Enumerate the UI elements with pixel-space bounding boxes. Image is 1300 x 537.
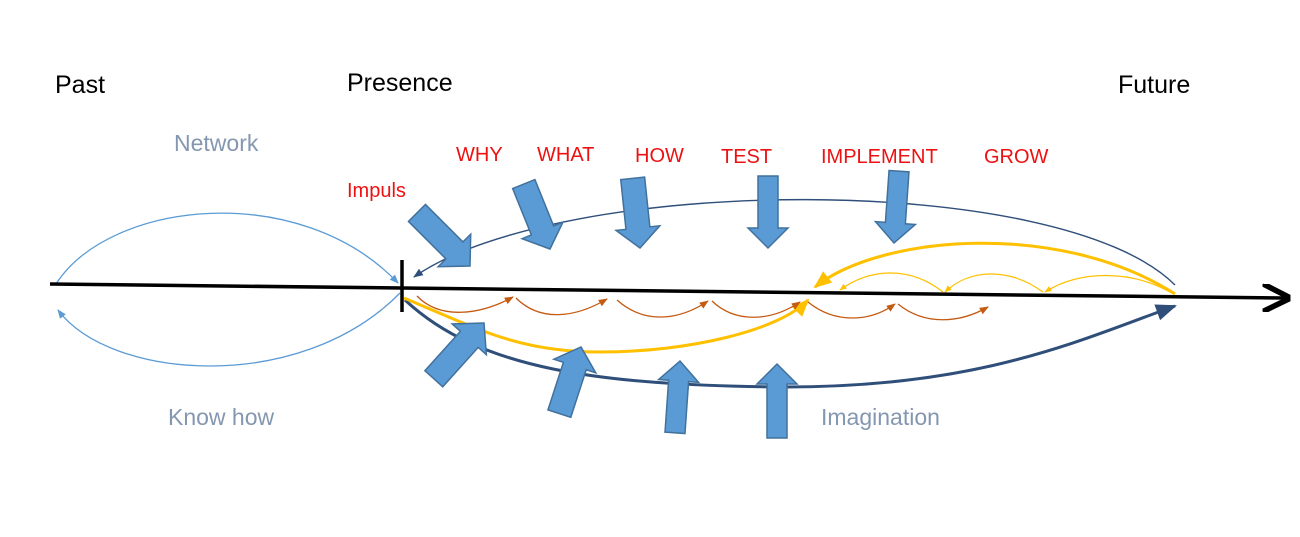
label-past: Past [55,71,106,99]
yellow-step-3 [839,272,944,293]
orange-steps [416,295,989,321]
label-impuls: Impuls [347,180,406,202]
imagination-arrows-bottom [423,322,799,439]
how-arrow [746,175,790,250]
orange-step-arc [897,303,989,321]
stage-test: TEST [721,146,773,168]
label-imagination: Imagination [821,404,940,430]
imagination-arrow [423,322,488,388]
imagination-arrow [656,359,701,435]
know-how-loop-curve [57,292,401,367]
stage-how: HOW [635,145,684,167]
stage-grow: GROW [984,146,1049,168]
label-network: Network [174,130,259,156]
orange-step-arc [807,301,896,319]
feedback-arc-top [413,198,1176,286]
orange-step-arc [515,297,608,316]
stage-what: WHAT [537,144,595,166]
yellow-step-1 [1044,274,1171,293]
imagination-arrow [755,362,799,439]
orange-step-arc [416,295,514,313]
stage-why: WHY [456,144,503,166]
impulse-arrow [407,203,472,268]
yellow-arc-top [813,241,1176,296]
why-arrow [511,178,565,250]
orange-step-arc [616,299,709,318]
network-loop-curve [55,212,399,285]
orange-step-arc [711,300,801,318]
imagination-arrow [547,346,598,419]
time-axis [49,282,1285,298]
label-know-how: Know how [168,404,275,430]
label-presence: Presence [347,69,453,97]
what-arrow [614,176,662,250]
test-arrow [873,169,918,245]
stage-arrows-top [407,169,918,268]
yellow-step-2 [944,273,1044,293]
label-future: Future [1118,71,1191,99]
stage-implement: IMPLEMENT [821,146,938,168]
